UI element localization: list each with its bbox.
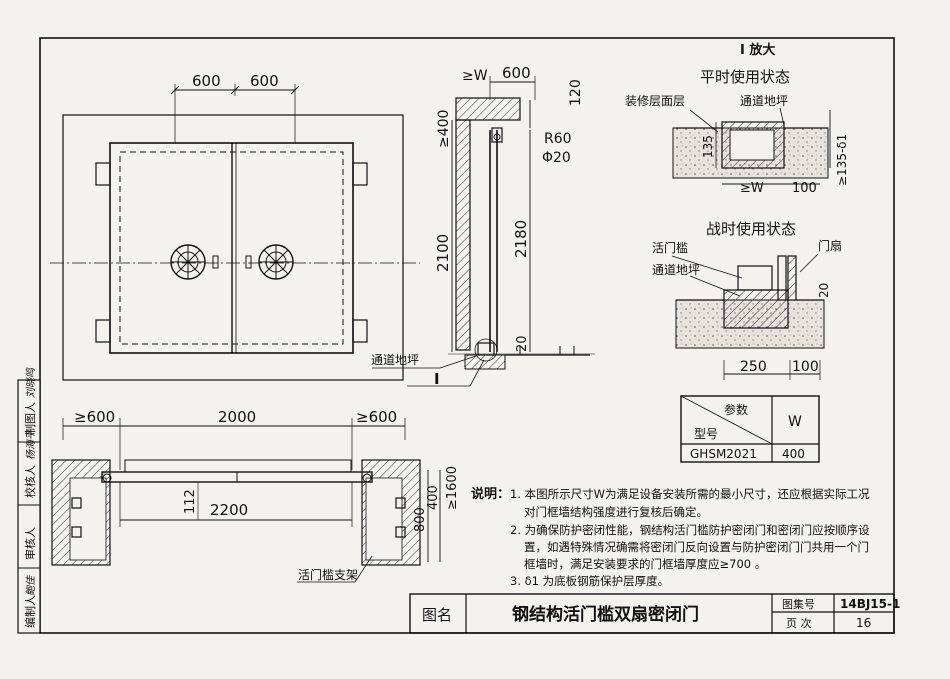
- plan-dim-left: ≥600: [74, 408, 115, 426]
- notes-lead: 说明：: [471, 486, 510, 502]
- detail-dim-w: ≥W: [740, 181, 764, 196]
- plan-dim-2000: 2000: [218, 408, 256, 426]
- elevation-dim-left: 600: [192, 72, 221, 90]
- title-block-label: 图名: [422, 606, 452, 624]
- signature-name-3: 鲍佳: [25, 575, 37, 596]
- detail-floor-label-1: 通道地坪: [740, 94, 788, 108]
- signature-role-2: 校核人: [23, 465, 37, 498]
- signature-name-2: 杨海平: [25, 429, 37, 460]
- detail-war-title: 战时使用状态: [706, 220, 796, 238]
- param-header-w: W: [788, 414, 802, 430]
- param-model-value: GHSM2021: [690, 447, 757, 461]
- detail-peace-title: 平时使用状态: [700, 68, 790, 86]
- section-view: [372, 76, 595, 387]
- plan-dim-400: 400: [426, 485, 441, 510]
- detail-finish-label: 装修层面层: [625, 93, 685, 108]
- detail-dim-20: 20: [817, 283, 831, 298]
- plan-support-label: 活门槛支架: [298, 567, 358, 582]
- param-w-value: 400: [782, 447, 805, 461]
- atlas-label: 图集号: [782, 597, 815, 611]
- signature-name-1: 刘晓鸣: [25, 367, 37, 398]
- detail-peace: [672, 107, 831, 185]
- detail-dim-100-b: 100: [792, 359, 819, 375]
- notes-line-1: 1. 本图所示尺寸W为满足设备安装所需的最小尺寸，还应根据实际工况: [510, 487, 870, 501]
- param-header-model: 型号: [694, 427, 718, 441]
- atlas-value: 14BJ15-1: [840, 597, 900, 611]
- notes-line-6: 3. δ1 为底板钢筋保护层厚度。: [510, 574, 669, 588]
- section-dim-600: 600: [502, 64, 531, 82]
- drawing-title: 钢结构活门槛双扇密闭门: [512, 604, 699, 625]
- detail-floor-label-2: 通道地坪: [652, 263, 700, 277]
- section-dim-120: 120: [568, 79, 584, 106]
- plan-dim-2200: 2200: [210, 501, 248, 519]
- signature-role-4: 编制人: [23, 595, 37, 628]
- plan-dim-800: 800: [413, 507, 428, 532]
- signature-role-1: 制图人: [24, 402, 37, 435]
- plan-view: [51, 418, 441, 583]
- detail-dim-250: 250: [740, 359, 767, 375]
- signature-strip: 制图人 刘晓鸣 校核人 杨海平 审核人 编制人 鲍佳: [17, 367, 41, 634]
- detail-title: I 放大: [740, 42, 775, 58]
- section-radius: R60: [544, 131, 572, 147]
- detail-dim-135-delta: ≥135-δ1: [835, 134, 849, 186]
- title-block: [409, 593, 895, 634]
- signature-role-3: 审核人: [23, 527, 37, 560]
- detail-war: [671, 253, 825, 380]
- section-dim-2100: 2100: [434, 234, 452, 272]
- section-dim-w: ≥W: [462, 68, 488, 84]
- elevation-view: [50, 84, 420, 381]
- notes-line-3: 2. 为确保防护密闭性能，钢结构活门槛防护密闭门和密闭门应按顺序设: [510, 523, 870, 537]
- notes-line-5: 框墙时，满足安装要求的门框墙厚度应≥700 。: [524, 557, 766, 571]
- detail-dim-135: 135: [701, 135, 715, 158]
- notes-line-4: 置，如遇特殊情况确需将密闭门反向设置与防护密闭门门共用一个门: [524, 540, 869, 554]
- section-floor-label: 通道地坪: [371, 353, 419, 367]
- plan-dim-right: ≥600: [356, 408, 397, 426]
- plan-dim-1600: ≥1600: [445, 466, 460, 510]
- detail-marker: I: [434, 370, 440, 388]
- param-table: [680, 395, 820, 463]
- param-header-param: 参数: [724, 402, 748, 417]
- section-dim-2180: 2180: [512, 220, 530, 258]
- page-value: 16: [856, 616, 871, 630]
- notes-line-2: 对门框墙结构强度进行复核后确定。: [524, 505, 708, 519]
- page-label: 页 次: [786, 616, 812, 630]
- detail-dim-100-a: 100: [792, 181, 817, 196]
- detail-sill-label: 活门槛: [652, 240, 688, 255]
- section-diameter: Φ20: [542, 150, 571, 166]
- detail-leaf-label: 门扇: [818, 238, 842, 253]
- elevation-dim-right: 600: [250, 72, 279, 90]
- section-dim-20: 20: [515, 335, 530, 352]
- section-dim-400: ≥400: [436, 110, 452, 148]
- plan-dim-112: 112: [183, 489, 198, 514]
